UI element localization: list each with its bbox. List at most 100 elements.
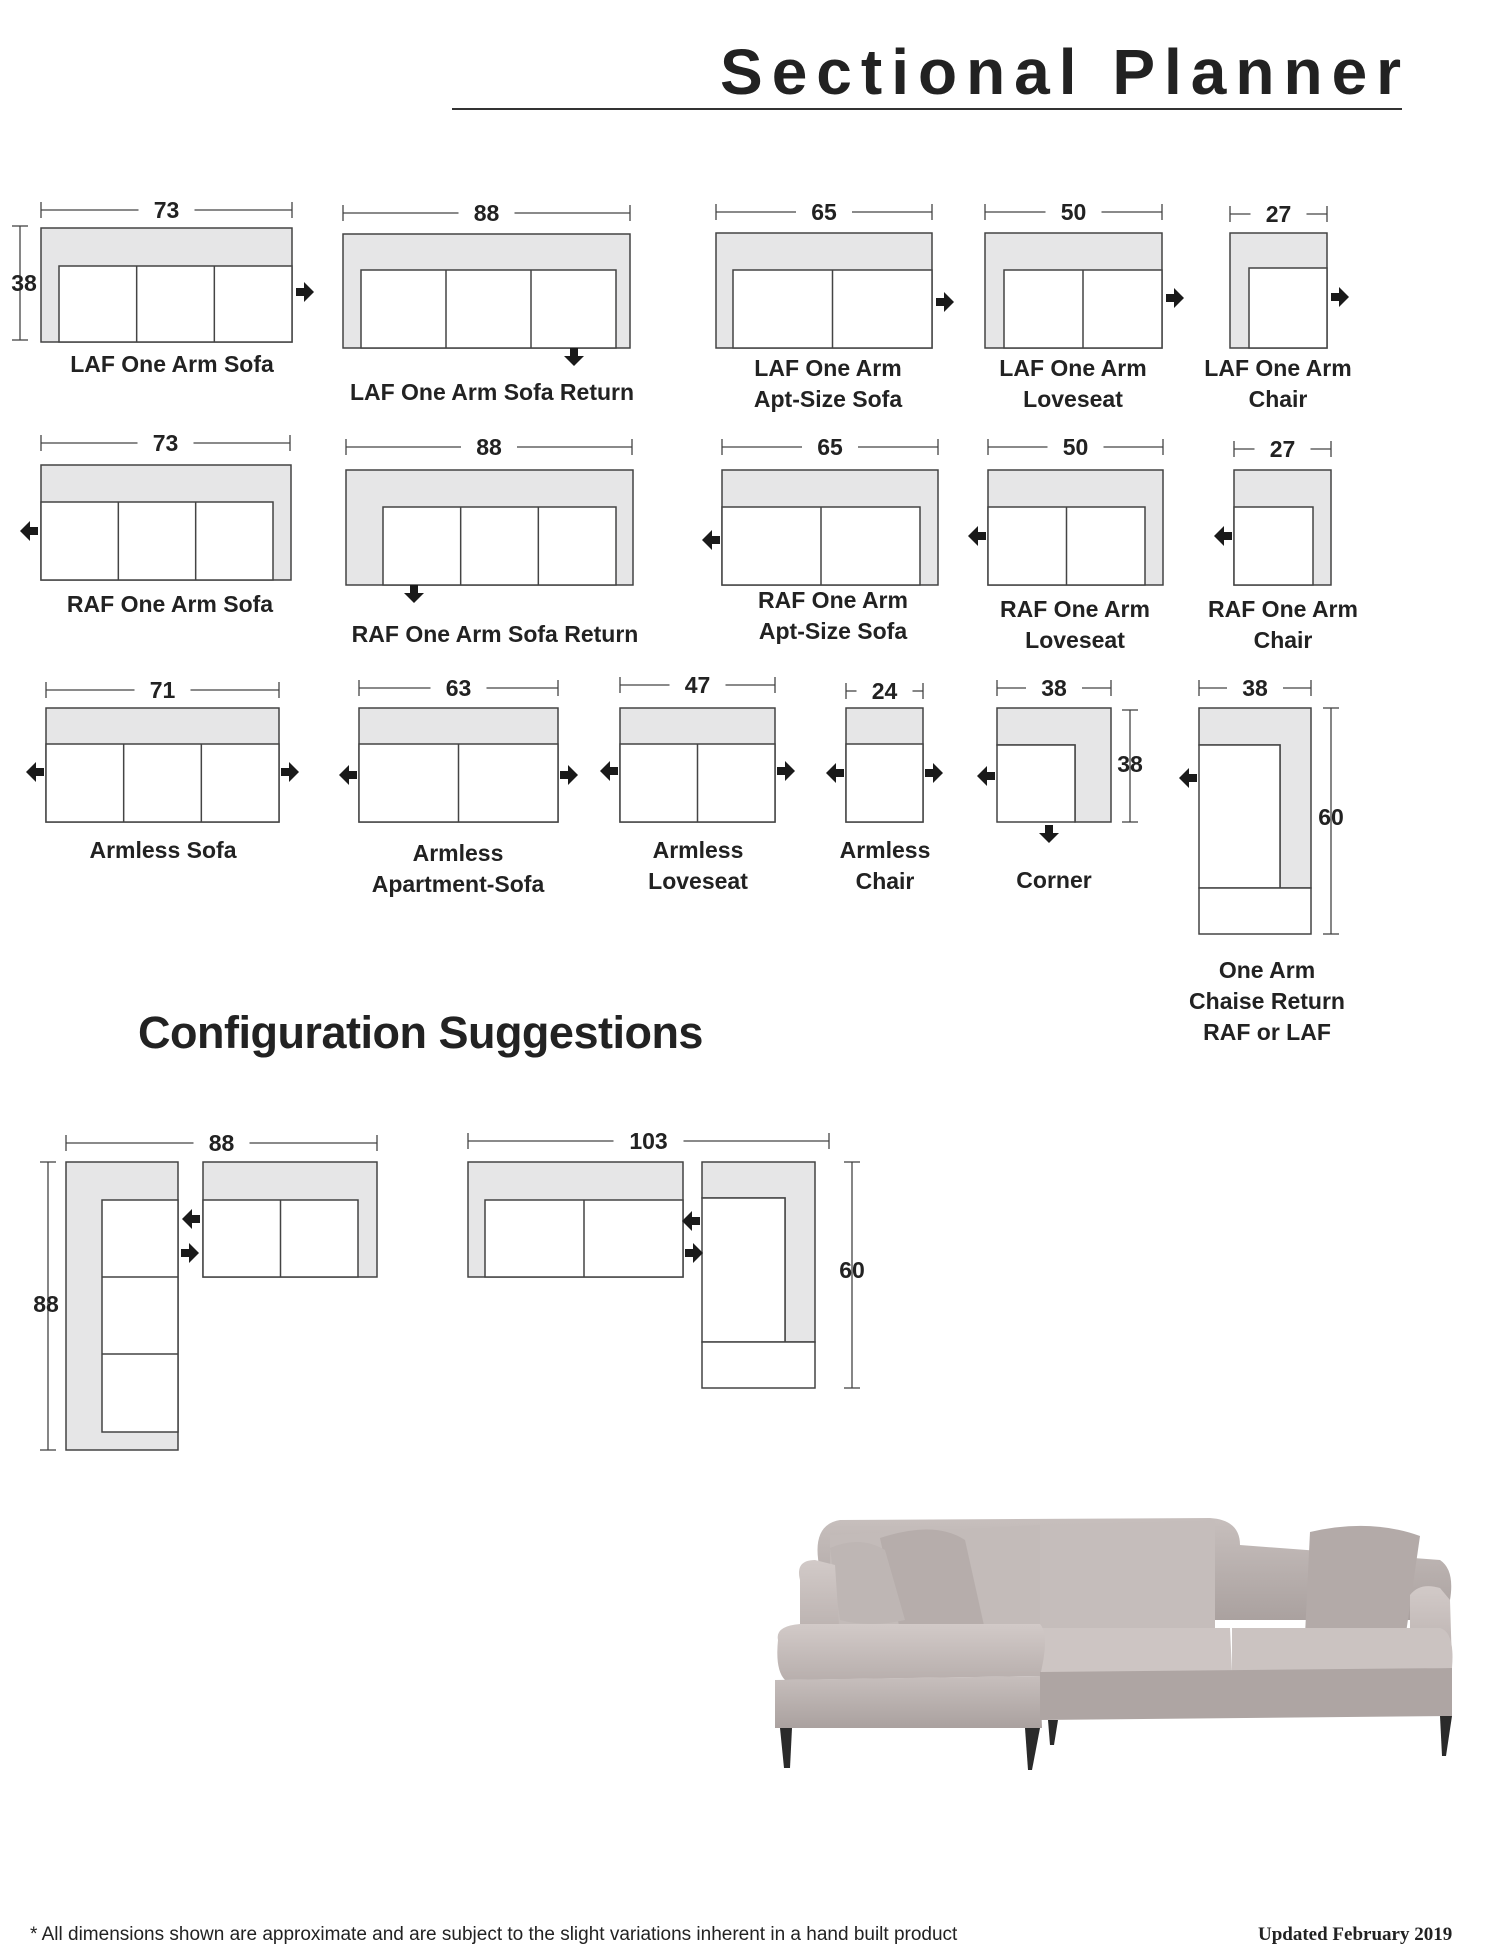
piece-label: RAF One Arm Sofa Return [352, 621, 639, 647]
piece-label: LAF One Arm [999, 355, 1146, 381]
piece-label: Armless [840, 837, 931, 863]
dimension-depth: 60 [839, 1257, 865, 1283]
connector-arrow-icon [1179, 768, 1197, 788]
connector-arrow-icon [936, 292, 954, 312]
connector-arrow-icon [925, 763, 943, 783]
dimension-width: 27 [1270, 436, 1296, 462]
piece-label: Armless [413, 840, 504, 866]
connector-arrow-icon [339, 765, 357, 785]
piece-label: Apt-Size Sofa [759, 618, 907, 644]
piece-label: Loveseat [648, 868, 748, 894]
piece-label: LAF One Arm Sofa Return [350, 379, 634, 405]
dimension-depth: 38 [1117, 751, 1143, 777]
dimension-depth: 88 [33, 1291, 59, 1317]
footnote: * All dimensions shown are approximate a… [30, 1924, 958, 1945]
connector-arrow-icon [404, 585, 424, 603]
dimension-width: 38 [1242, 675, 1268, 701]
connector-arrow-icon [564, 348, 584, 366]
page-title: Sectional Planner [720, 36, 1411, 108]
connector-arrow-icon [560, 765, 578, 785]
dimension-width: 88 [476, 434, 502, 460]
config-suggestions-title: Configuration Suggestions [138, 1007, 703, 1058]
dimension-width: 88 [474, 200, 500, 226]
dimension-depth: 60 [1318, 804, 1344, 830]
piece-label: Armless [653, 837, 744, 863]
dimension-width: 88 [209, 1130, 235, 1156]
updated-date: Updated February 2019 [1258, 1924, 1453, 1945]
dimension-width: 73 [153, 430, 179, 456]
piece-label: RAF One Arm Sofa [67, 591, 273, 617]
dimension-depth: 38 [11, 270, 37, 296]
dimension-width: 63 [446, 675, 472, 701]
piece-label: Loveseat [1023, 386, 1123, 412]
piece-label: RAF One Arm [1000, 596, 1150, 622]
connector-arrow-icon [281, 762, 299, 782]
connector-arrow-icon [826, 763, 844, 783]
connector-arrow-icon [685, 1243, 703, 1263]
dimension-width: 71 [150, 677, 176, 703]
piece-label: Loveseat [1025, 627, 1125, 653]
dimension-width: 47 [685, 672, 711, 698]
dimension-width: 103 [629, 1128, 667, 1154]
piece-label: Armless Sofa [89, 837, 236, 863]
connector-arrow-icon [682, 1211, 700, 1231]
dimension-width: 38 [1041, 675, 1067, 701]
connector-arrow-icon [1166, 288, 1184, 308]
piece-label: RAF One Arm [1208, 596, 1358, 622]
piece-label: Apt-Size Sofa [754, 386, 902, 412]
connector-arrow-icon [1039, 825, 1059, 843]
piece-label: Corner [1016, 867, 1091, 893]
connector-arrow-icon [702, 530, 720, 550]
piece-label: Chair [1249, 386, 1308, 412]
title-rule [452, 108, 1402, 110]
piece-label: LAF One Arm [754, 355, 901, 381]
piece-label: LAF One Arm Sofa [70, 351, 274, 377]
connector-arrow-icon [26, 762, 44, 782]
connector-arrow-icon [20, 521, 38, 541]
piece-label: Chair [856, 868, 915, 894]
dimension-width: 50 [1063, 434, 1089, 460]
piece-label: RAF or LAF [1203, 1019, 1331, 1045]
connector-arrow-icon [296, 282, 314, 302]
piece-label: Chair [1254, 627, 1313, 653]
connector-arrow-icon [600, 761, 618, 781]
piece-label: Chaise Return [1189, 988, 1345, 1014]
piece-label: LAF One Arm [1204, 355, 1351, 381]
connector-arrow-icon [977, 766, 995, 786]
piece-label: One Arm [1219, 957, 1315, 983]
connector-arrow-icon [968, 526, 986, 546]
dimension-width: 24 [872, 678, 898, 704]
piece-label: Apartment-Sofa [372, 871, 545, 897]
dimension-width: 27 [1266, 201, 1292, 227]
connector-arrow-icon [1331, 287, 1349, 307]
connector-arrow-icon [181, 1243, 199, 1263]
dimension-width: 65 [811, 199, 837, 225]
dimension-width: 73 [154, 197, 180, 223]
piece-label: RAF One Arm [758, 587, 908, 613]
connector-arrow-icon [777, 761, 795, 781]
config-suggestion-1: 88 88 [33, 1130, 378, 1451]
config-suggestion-2: 103 60 [467, 1128, 865, 1389]
connector-arrow-icon [1214, 526, 1232, 546]
dimension-width: 50 [1061, 199, 1087, 225]
connector-arrow-icon [182, 1209, 200, 1229]
dimension-width: 65 [817, 434, 843, 460]
